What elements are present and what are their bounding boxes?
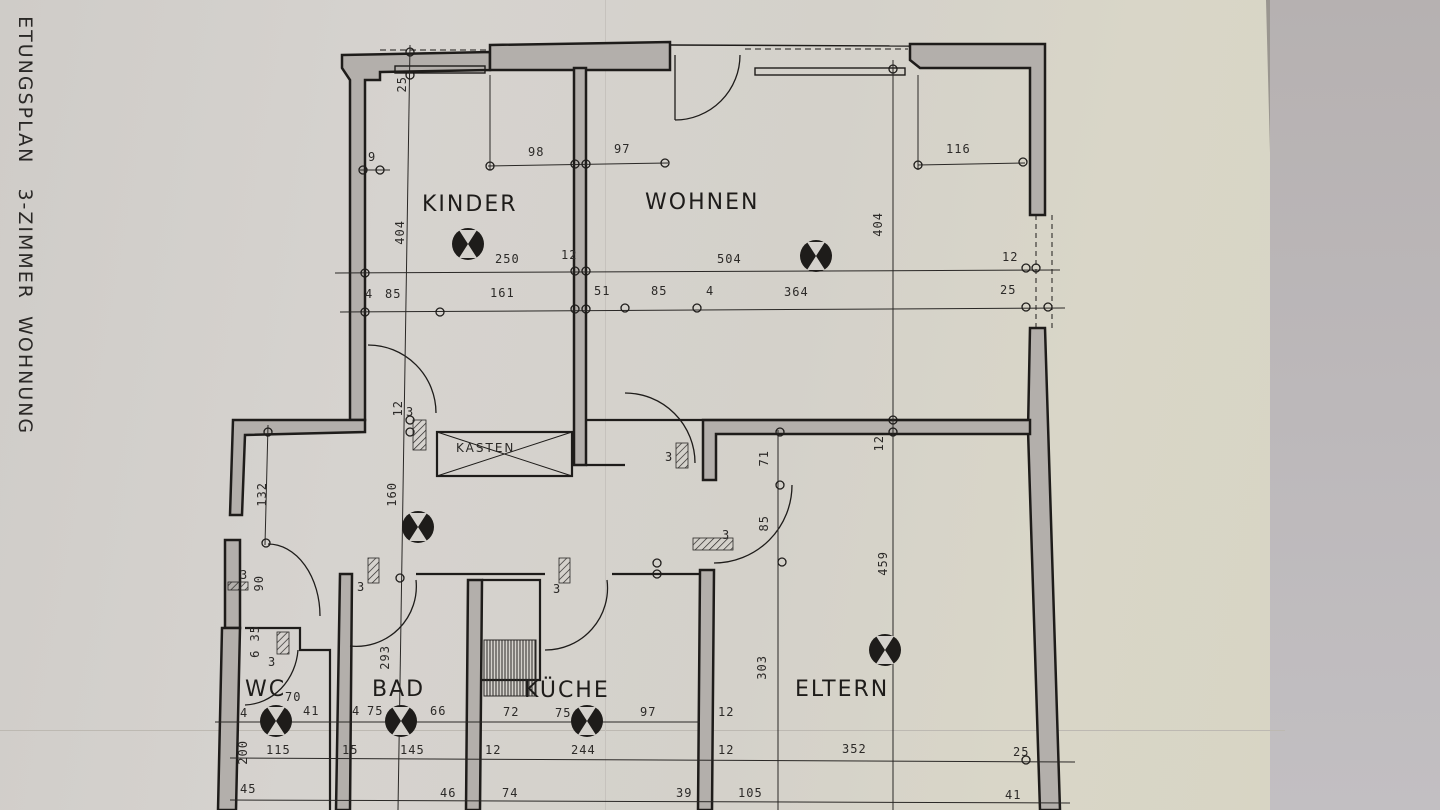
dim-kueche-75: 75 (555, 706, 572, 720)
dim-bad-4: 4 (352, 704, 361, 718)
dim-41: 41 (1005, 788, 1022, 802)
dim-12-right: 12 (1002, 250, 1019, 264)
dim-39: 39 (676, 786, 693, 800)
dim-eltern-303: 303 (755, 655, 769, 680)
dim-wc-6-35: 6 35 (248, 625, 262, 658)
paper-fold-horizontal (0, 730, 1285, 731)
dim-wohnen-404: 404 (871, 212, 885, 237)
dim-46: 46 (440, 786, 457, 800)
dim-hall-12: 12 (391, 400, 405, 417)
dim-74: 74 (502, 786, 519, 800)
dim-eltern-85: 85 (757, 515, 771, 532)
dim-bad-75: 75 (367, 704, 384, 718)
dim-116: 116 (946, 142, 971, 156)
dim-wc-41: 41 (303, 704, 320, 718)
dim-kueche-72: 72 (503, 705, 520, 719)
dim-hall-160: 160 (385, 482, 399, 507)
room-label-eltern: ELTERN (795, 677, 890, 702)
dim-hall-132: 132 (255, 482, 269, 507)
dim-wohnen-504: 504 (717, 252, 742, 266)
dim-45: 45 (240, 782, 257, 796)
dim-12-eltern: 12 (718, 743, 735, 757)
dim-97: 97 (614, 142, 631, 156)
door-mark-3: 3 (406, 405, 415, 419)
dim-12-kueche: 12 (485, 743, 502, 757)
door-mark-3: 3 (240, 568, 249, 582)
room-label-wc: WC (245, 677, 287, 702)
dim-200: 200 (236, 740, 250, 765)
plan-title-part-1: ETUNGSPLAN (14, 16, 36, 165)
dim-51: 51 (594, 284, 611, 298)
dim-25-bottom: 25 (1013, 745, 1030, 759)
dim-25: 25 (395, 76, 409, 93)
dim-352: 352 (842, 742, 867, 756)
dim-eltern-459: 459 (876, 551, 890, 576)
dim-eltern-71: 71 (757, 450, 771, 467)
floor-plan-paper (0, 0, 1285, 810)
dim-4-b: 4 (706, 284, 715, 298)
door-mark-3: 3 (553, 582, 562, 596)
dim-kueche-97: 97 (640, 705, 657, 719)
dim-85-b: 85 (651, 284, 668, 298)
dim-161: 161 (490, 286, 515, 300)
room-label-bad: BAD (372, 677, 426, 702)
plan-title-part-2: 3-ZIMMER WOHNUNG (14, 188, 36, 436)
room-label-kinder: KINDER (422, 192, 518, 217)
dim-bad-66: 66 (430, 704, 447, 718)
dim-145: 145 (400, 743, 425, 757)
dim-9: 9 (368, 150, 377, 164)
dim-4: 4 (365, 287, 374, 301)
dim-kinder-404: 404 (393, 220, 407, 245)
dim-364: 364 (784, 285, 809, 299)
dim-115: 115 (266, 743, 291, 757)
dim-eltern-12: 12 (872, 435, 886, 452)
dim-wc-90: 90 (252, 575, 266, 592)
light-symbols (260, 228, 901, 737)
plan-title: ETUNGSPLAN 3-ZIMMER WOHNUNG (14, 0, 58, 435)
paper-fold-vertical (605, 0, 606, 810)
dim-bad-293: 293 (378, 645, 392, 670)
dim-98: 98 (528, 145, 545, 159)
dim-15: 15 (342, 743, 359, 757)
closet-label: KASTEN (456, 441, 516, 455)
dim-12: 12 (561, 248, 578, 262)
door-mark-3: 3 (357, 580, 366, 594)
door-mark-3: 3 (268, 655, 277, 669)
dim-wc-70: 70 (285, 690, 302, 704)
door-mark-3: 3 (665, 450, 674, 464)
background-surface (1270, 0, 1440, 810)
dim-105: 105 (738, 786, 763, 800)
dim-85: 85 (385, 287, 402, 301)
room-label-wohnen: WOHNEN (645, 190, 760, 215)
dim-kinder-250: 250 (495, 252, 520, 266)
dim-25-right: 25 (1000, 283, 1017, 297)
room-label-kueche: KÜCHE (524, 678, 610, 703)
dim-kueche-12: 12 (718, 705, 735, 719)
door-mark-3: 3 (722, 528, 731, 542)
dim-244: 244 (571, 743, 596, 757)
dim-wc-4: 4 (240, 706, 249, 720)
